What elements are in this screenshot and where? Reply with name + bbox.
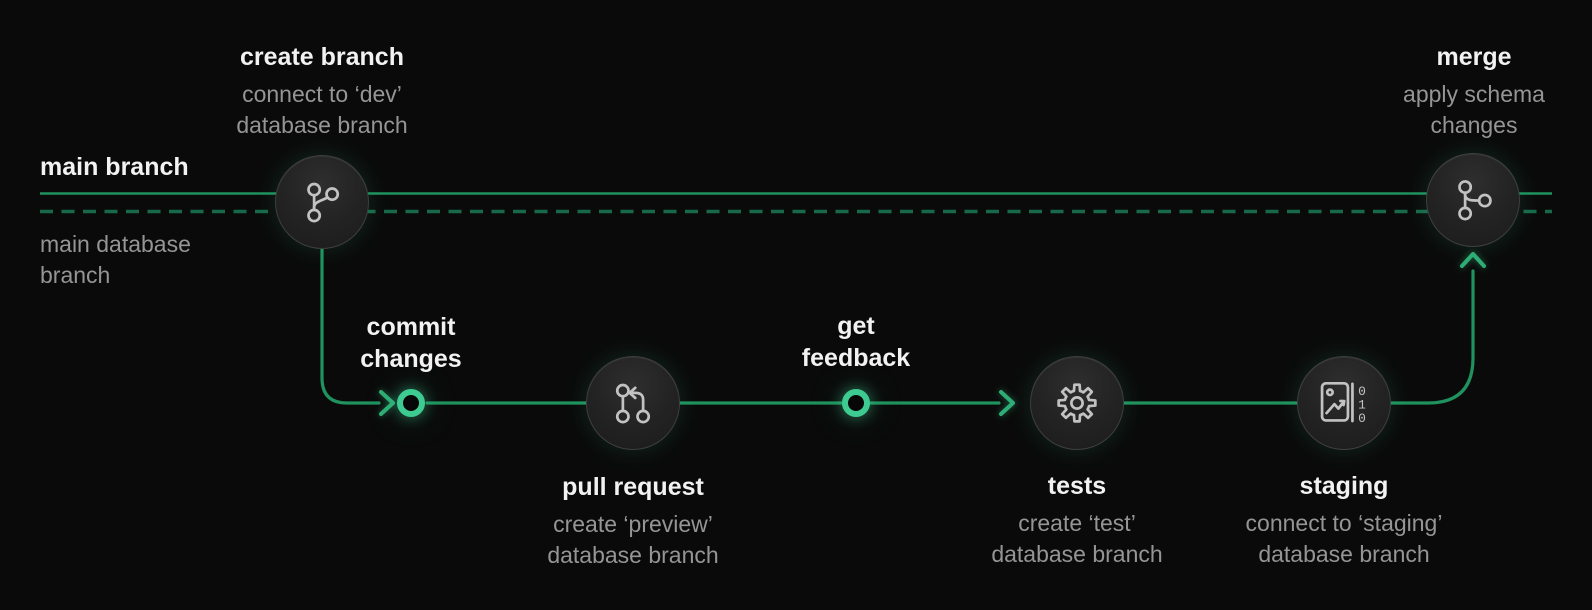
digit-0-top: 0 (1358, 384, 1366, 399)
label-commit-changes: commit changes (360, 311, 461, 375)
node-merge (1426, 153, 1520, 247)
step-title: pull request (562, 473, 704, 501)
label-main-database-branch: main database branch (40, 229, 191, 291)
step-title: create branch (240, 43, 404, 71)
node-create-branch (275, 155, 369, 249)
commit-ring (397, 389, 425, 417)
git-branch-icon (307, 182, 340, 223)
label-main-branch: main branch (40, 152, 189, 182)
step-subtitle-line: database branch (991, 541, 1163, 567)
step-title: staging (1299, 472, 1389, 500)
digit-1-mid: 1 (1358, 398, 1366, 413)
step-title: merge (1436, 43, 1512, 71)
lane-subtitle-line: branch (40, 262, 111, 288)
step-subtitle-line: create ‘preview’ (553, 511, 713, 537)
step-subtitle-line: connect to ‘dev’ (242, 81, 402, 107)
step-subtitle-line: database branch (547, 542, 719, 568)
feature-branch-line (320, 248, 1475, 405)
step-subtitle-line: apply schema (1403, 81, 1545, 107)
node-tests (1030, 356, 1124, 450)
step-title-line: get (837, 312, 875, 340)
git-merge-icon (1458, 180, 1492, 221)
image-data-icon: 0 1 0 (1320, 381, 1366, 426)
label-tests: tests create ‘test’ database branch (991, 471, 1162, 570)
feedback-ring (842, 389, 870, 417)
git-pull-request-icon (615, 383, 651, 424)
node-staging: 0 1 0 (1297, 356, 1391, 450)
label-create-branch: create branch connect to ‘dev’ database … (236, 42, 407, 141)
label-pull-request: pull request create ‘preview’ database b… (547, 472, 718, 571)
gear-icon (1057, 383, 1097, 423)
lane-title: main branch (40, 153, 189, 181)
step-subtitle-line: connect to ‘staging’ (1245, 510, 1443, 536)
label-staging: staging connect to ‘staging’ database br… (1246, 471, 1443, 570)
lane-subtitle-line: main database (40, 231, 191, 257)
step-title-line: commit (366, 313, 456, 341)
flow-arrowheads (379, 252, 1486, 416)
step-subtitle-line: database branch (1258, 541, 1430, 567)
step-title-line: feedback (801, 344, 911, 372)
step-subtitle-line: create ‘test’ (1018, 510, 1136, 536)
label-merge: merge apply schema changes (1403, 42, 1545, 141)
digit-0-bottom: 0 (1358, 411, 1366, 426)
step-title-line: changes (360, 345, 462, 373)
node-pull-request (586, 356, 680, 450)
step-subtitle-line: changes (1430, 112, 1518, 138)
label-get-feedback: get feedback (802, 310, 910, 374)
step-subtitle-line: database branch (236, 112, 408, 138)
step-title: tests (1047, 472, 1107, 500)
